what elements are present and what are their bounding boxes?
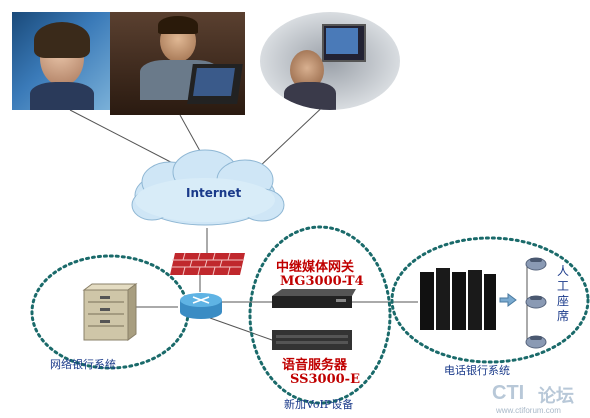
gateway-model: MG3000-T4 bbox=[280, 274, 364, 289]
internet-label: Internet bbox=[186, 186, 242, 200]
web-bank-label: 网络银行系统 bbox=[50, 358, 116, 371]
web-server-icon bbox=[82, 283, 138, 341]
voip-caption: 新加VoIP设备 bbox=[284, 398, 354, 411]
link-router-server bbox=[209, 317, 273, 341]
watermark-cn: 论坛 bbox=[538, 386, 574, 407]
voip-boundary bbox=[248, 225, 392, 405]
agent-phone-icon-2 bbox=[525, 295, 547, 309]
internet-cloud bbox=[131, 149, 285, 226]
gateway-device-icon bbox=[272, 289, 356, 308]
router-icon bbox=[180, 293, 222, 319]
phone-bank-boundary bbox=[390, 236, 590, 364]
firewall-icon bbox=[170, 252, 245, 276]
ctiforum-watermark: CTI 论坛 www.ctiforum.com bbox=[492, 382, 588, 416]
user-photo-man-laptop bbox=[110, 12, 245, 115]
agent-label-char: 座 bbox=[556, 294, 569, 308]
user-photo-video-call bbox=[260, 12, 400, 110]
voice-server-icon bbox=[272, 330, 352, 350]
agent-label: 人 工 座 席 bbox=[556, 264, 570, 324]
phone-bank-label: 电话银行系统 bbox=[444, 364, 510, 377]
watermark-url: www.ctiforum.com bbox=[496, 406, 561, 415]
watermark-cti: CTI bbox=[492, 382, 525, 404]
agent-label-char: 席 bbox=[556, 309, 569, 323]
link-user3-cloud bbox=[257, 99, 331, 169]
pbx-cabinets-icon bbox=[420, 268, 496, 330]
server-title: 语音服务器 bbox=[282, 358, 348, 373]
agent-label-char: 人 bbox=[556, 264, 569, 278]
gateway-title: 中继媒体网关 bbox=[276, 260, 355, 275]
agent-phone-icon-3 bbox=[525, 335, 547, 349]
server-model: SS3000-E bbox=[290, 372, 360, 387]
user-photo-woman-headset bbox=[12, 12, 110, 110]
arrow-icon bbox=[499, 293, 517, 307]
agent-label-char: 工 bbox=[556, 279, 569, 293]
agent-phone-icon-1 bbox=[525, 257, 547, 271]
